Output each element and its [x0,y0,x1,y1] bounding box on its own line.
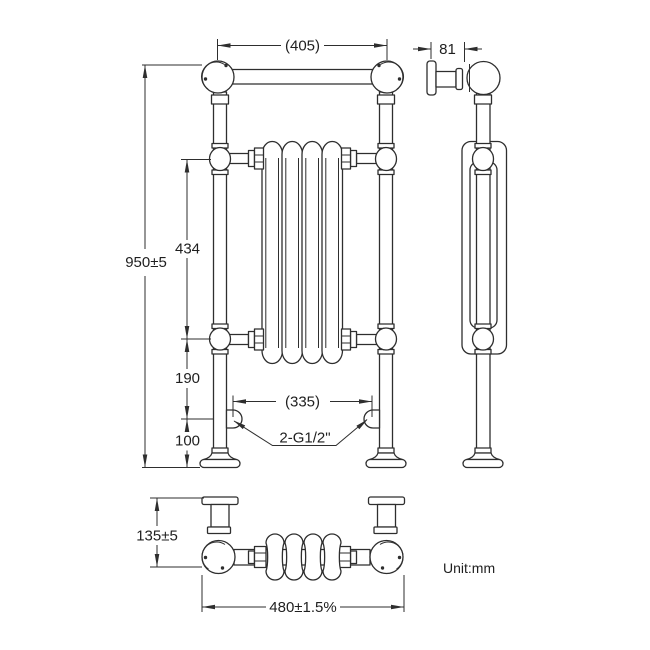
upper-right-union [340,147,381,170]
radiator-body [261,140,344,365]
dim-overall-height-label: 950±5 [125,254,167,271]
dim-depth: 135±5 [136,497,204,568]
dim-wall-offset: 81 [413,41,482,62]
dimensions: (405) 81 950±5 434 190 [125,38,495,617]
plan-wall-bracket-right [367,496,406,535]
right-foot [365,447,407,469]
side-elbow [466,60,501,105]
lower-right-union [340,328,381,351]
unit-label: Unit:mm [443,560,495,576]
dim-overall-height: 950±5 [125,64,202,468]
right-valve-port [363,409,381,429]
side-ball-fittings [471,142,495,355]
dim-depth-label: 135±5 [136,528,178,545]
dim-radiator-height-label: 434 [175,241,200,258]
wall-bracket-side [426,60,464,96]
dim-top-width: (405) [217,38,388,60]
plan-view [201,496,406,581]
thread-callout: 2-G1/2" [233,419,368,447]
upper-left-union [225,147,265,170]
dim-valve-spacing: (335) [232,394,373,417]
thread-callout-label: 2-G1/2" [279,430,330,447]
dim-top-width-label: (405) [285,38,320,55]
dim-lower-section: 190 [175,339,214,420]
dim-base-width-label: 480±1.5% [269,599,336,616]
side-view [426,60,508,469]
side-foot [462,447,504,469]
top-left-ball-joint [201,60,235,94]
top-right-ball-joint [370,60,404,94]
plan-right-ball [369,539,404,575]
right-collar [376,94,396,105]
plan-left-ball [201,539,236,575]
dim-lower-section-label: 190 [175,370,200,387]
plan-radiator-sections [265,533,342,581]
left-foot [199,447,241,469]
dim-radiator-height: 434 [175,159,211,340]
dim-valve-height-label: 100 [175,433,200,450]
left-collar [210,94,230,105]
top-bar [225,68,379,85]
dim-wall-offset-label: 81 [439,41,456,58]
front-view [199,60,407,469]
lower-left-union [225,328,265,351]
plan-wall-bracket-left [201,496,239,535]
dim-valve-height: 100 [175,419,200,468]
plan-left-union [247,545,267,569]
dim-valve-spacing-label: (335) [285,394,320,411]
dim-base-width: 480±1.5% [201,575,405,616]
